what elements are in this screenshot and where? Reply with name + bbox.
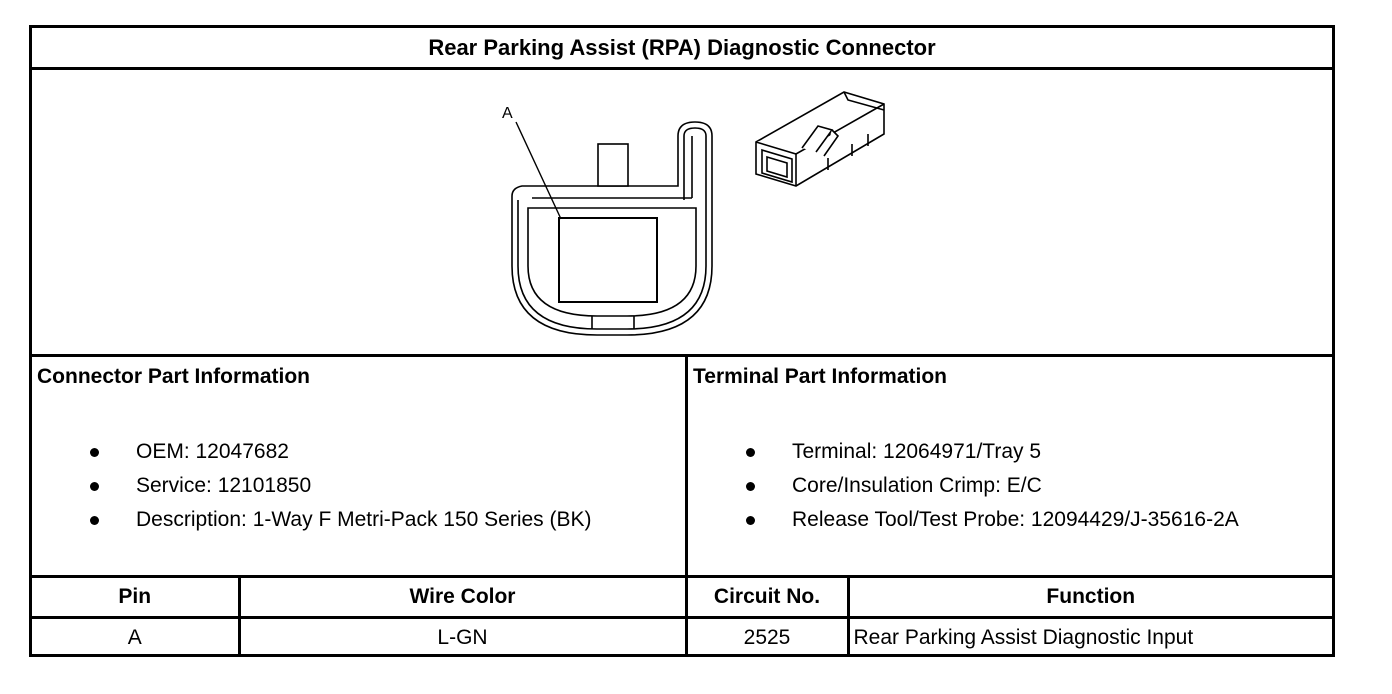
table-row: A L-GN 2525 Rear Parking Assist Diagnost…	[32, 616, 1332, 657]
list-item-text: Service: 12101850	[136, 474, 312, 497]
list-item-text: Release Tool/Test Probe: 12094429/J-3561…	[792, 508, 1239, 531]
terminal-info-heading: Terminal Part Information	[693, 365, 947, 388]
terminal-info-list: Terminal: 12064971/Tray 5 Core/Insulatio…	[688, 435, 1239, 537]
list-item: Terminal: 12064971/Tray 5	[688, 435, 1239, 469]
list-item: Core/Insulation Crimp: E/C	[688, 469, 1239, 503]
header-function: Function	[848, 575, 1332, 618]
list-item-text: OEM: 12047682	[136, 440, 289, 463]
header-wire-color: Wire Color	[239, 575, 688, 618]
bullet-icon	[90, 482, 99, 491]
connector-part-information: Connector Part Information OEM: 12047682…	[32, 357, 688, 575]
connector-face-icon	[511, 121, 713, 336]
cell-function: Rear Parking Assist Diagnostic Input	[848, 616, 1332, 657]
cell-pin: A	[32, 616, 241, 657]
connector-sheet: Rear Parking Assist (RPA) Diagnostic Con…	[29, 25, 1335, 657]
list-item-text: Terminal: 12064971/Tray 5	[792, 440, 1042, 463]
header-circuit-no: Circuit No.	[686, 575, 850, 618]
connector-diagram: A	[502, 91, 885, 336]
table-header-row: Pin Wire Color Circuit No. Function	[32, 575, 1332, 618]
bullet-icon	[746, 448, 755, 457]
cell-wire-color: L-GN	[239, 616, 688, 657]
connector-info-list: OEM: 12047682 Service: 12101850 Descript…	[32, 435, 592, 537]
bullet-icon	[746, 482, 755, 491]
bullet-icon	[746, 516, 755, 525]
list-item: Service: 12101850	[32, 469, 592, 503]
cell-circuit-no: 2525	[686, 616, 850, 657]
connector-side-icon	[755, 91, 885, 187]
pin-table: Pin Wire Color Circuit No. Function A L-…	[32, 575, 1332, 657]
list-item: OEM: 12047682	[32, 435, 592, 469]
bullet-icon	[90, 516, 99, 525]
list-item: Description: 1-Way F Metri-Pack 150 Seri…	[32, 503, 592, 537]
list-item-text: Description: 1-Way F Metri-Pack 150 Seri…	[136, 508, 592, 531]
list-item-text: Core/Insulation Crimp: E/C	[792, 474, 1042, 497]
terminal-part-information: Terminal Part Information Terminal: 1206…	[688, 357, 1332, 575]
page-title: Rear Parking Assist (RPA) Diagnostic Con…	[32, 28, 1332, 70]
callout-label: A	[502, 105, 513, 122]
connector-figure: A	[32, 70, 1332, 357]
header-pin: Pin	[32, 575, 241, 618]
bullet-icon	[90, 448, 99, 457]
connector-info-heading: Connector Part Information	[37, 365, 311, 388]
list-item: Release Tool/Test Probe: 12094429/J-3561…	[688, 503, 1239, 537]
